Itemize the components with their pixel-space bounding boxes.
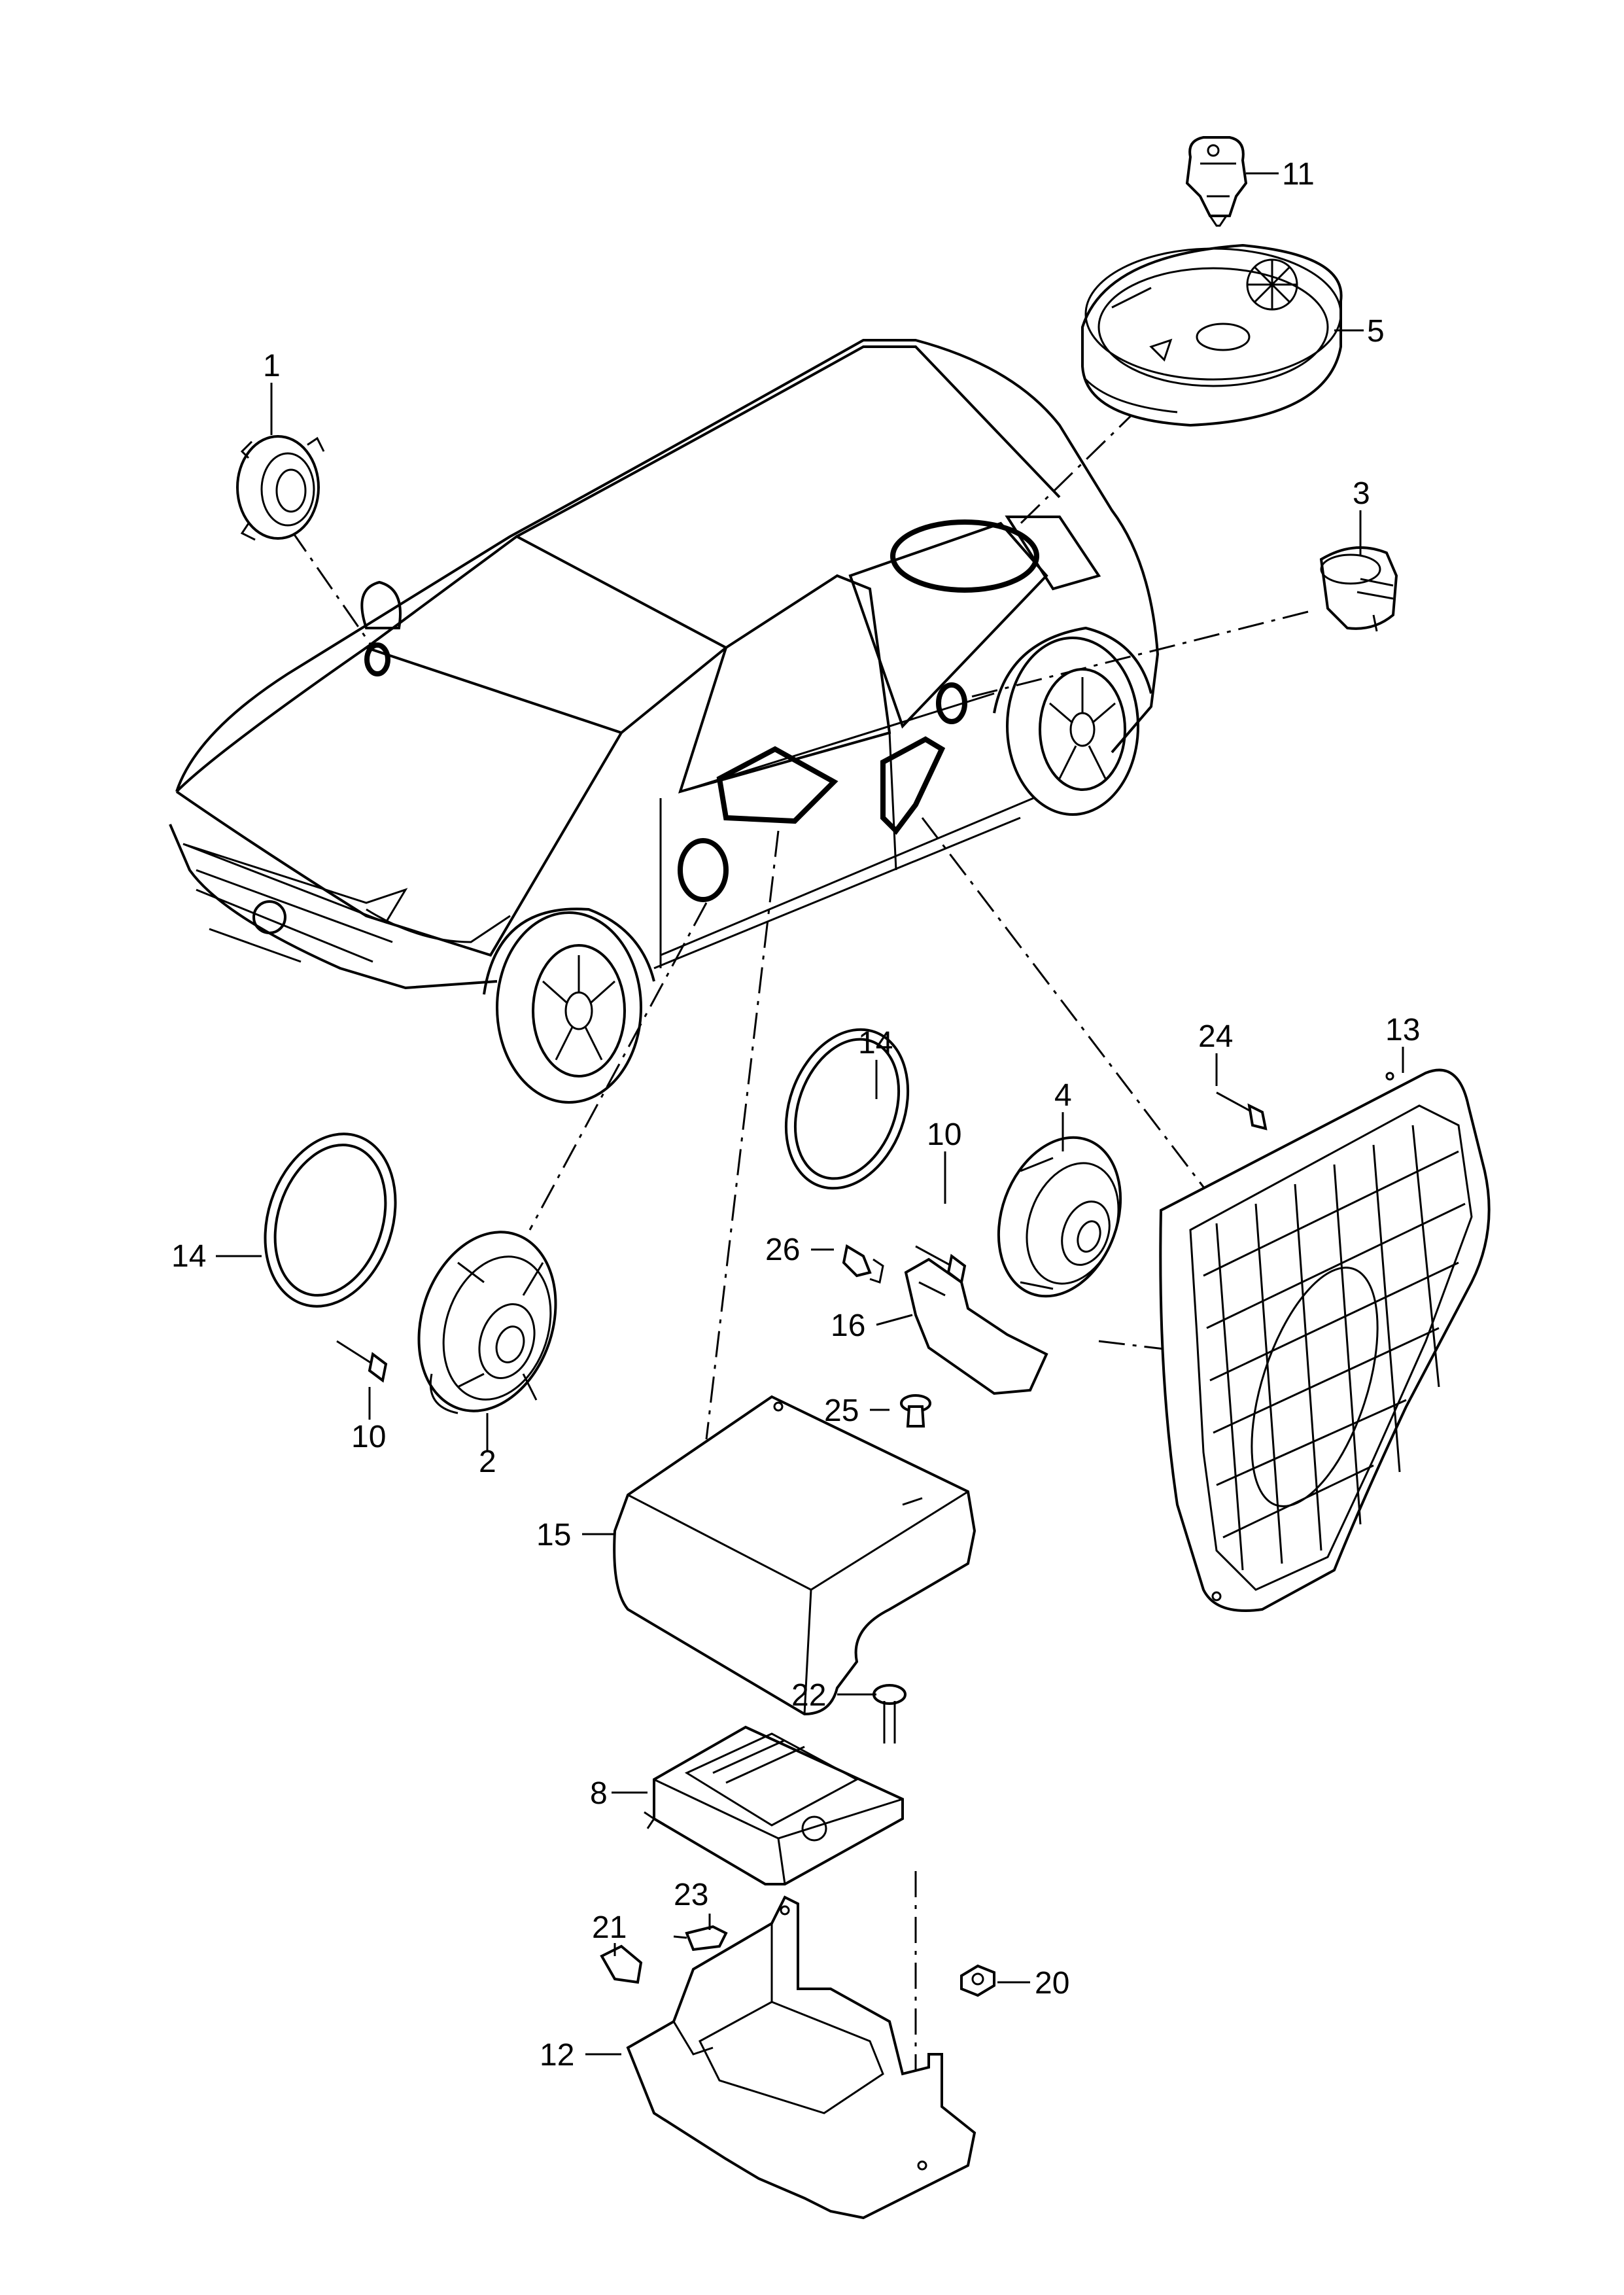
callout-22: 22	[791, 1678, 826, 1713]
callout-24: 24	[1198, 1019, 1233, 1054]
callout-21: 21	[592, 1910, 627, 1945]
callout-8: 8	[590, 1776, 608, 1811]
location-marker-13	[880, 736, 946, 835]
part-24-rivet	[1216, 1091, 1268, 1130]
part-8-control-unit	[644, 1725, 904, 1885]
callout-labels: 1 11 5 3 14 10 2 14 10 4 26 16 25 24 13 …	[171, 157, 1420, 2073]
part-20-nut	[960, 1964, 995, 1997]
callout-4: 4	[1054, 1078, 1072, 1113]
callout-2: 2	[479, 1445, 496, 1479]
location-marker-5	[890, 519, 1039, 593]
location-marker-2	[678, 838, 729, 902]
callout-14-right: 14	[858, 1026, 893, 1060]
part-11-connector	[1185, 136, 1248, 227]
callout-13: 13	[1385, 1013, 1420, 1047]
callout-10-right: 10	[927, 1117, 961, 1152]
callout-12: 12	[540, 2038, 574, 2073]
part-21-clip	[600, 1944, 643, 1984]
car-illustration	[169, 339, 1160, 1104]
part-14-sealing-ring-left	[264, 1132, 397, 1308]
part-5-subwoofer	[1081, 243, 1343, 427]
callout-3: 3	[1353, 476, 1370, 511]
part-25-rivet	[900, 1394, 931, 1428]
part-12-bracket	[626, 1895, 976, 2220]
callout-1: 1	[263, 349, 281, 383]
part-22-screw	[872, 1684, 907, 1743]
part-3-tweeter	[1319, 546, 1398, 632]
callout-16: 16	[831, 1308, 865, 1343]
part-15-cover	[613, 1395, 976, 1716]
emblem-icon	[252, 900, 286, 934]
location-marker-1	[364, 642, 390, 676]
location-marker-3	[936, 682, 967, 724]
part-4-speaker	[997, 1136, 1122, 1298]
callout-20: 20	[1035, 1966, 1069, 2001]
part-1-tweeter	[236, 435, 325, 541]
part-14-sealing-ring-right	[784, 1028, 910, 1190]
callout-25: 25	[824, 1393, 859, 1428]
callout-10-left: 10	[351, 1420, 386, 1454]
callout-leaders	[216, 172, 1404, 2056]
callout-11: 11	[1282, 157, 1315, 192]
callout-26: 26	[765, 1233, 800, 1267]
callout-14-left: 14	[171, 1239, 206, 1274]
callout-23: 23	[674, 1878, 708, 1912]
callout-5: 5	[1367, 314, 1385, 349]
location-marker-15	[716, 746, 838, 824]
part-13-carrier-panel	[1159, 1068, 1491, 1612]
callout-15: 15	[536, 1518, 571, 1552]
part-16-insulation	[904, 1257, 1048, 1395]
part-23-screw	[673, 1925, 728, 1952]
part-26-rivet	[842, 1244, 884, 1284]
part-10-screw-left	[336, 1340, 388, 1383]
part-2-speaker	[417, 1231, 557, 1414]
